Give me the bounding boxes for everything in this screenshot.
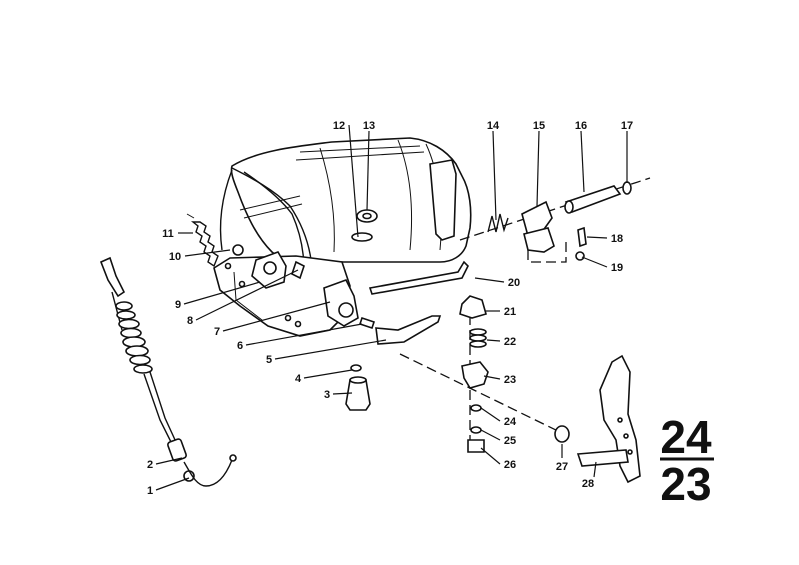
leader-line-14 [492, 130, 497, 221]
leader-line-25 [480, 429, 501, 441]
callout-20: 20 [508, 277, 520, 289]
shaft-16 [564, 185, 622, 214]
callout-13: 13 [363, 120, 375, 132]
rod-20 [368, 260, 469, 295]
leader-line-19 [581, 256, 608, 268]
callout-11: 11 [162, 228, 174, 240]
spring-11 [186, 213, 219, 268]
pin-18 [577, 226, 587, 248]
bushing-3 [345, 376, 371, 411]
callout-8: 8 [187, 315, 193, 327]
leader-line-15 [536, 130, 540, 207]
callout-25: 25 [504, 435, 516, 447]
nut-13 [356, 209, 378, 223]
lever-23 [461, 361, 489, 389]
leader-line-22 [486, 339, 501, 342]
leader-line-24 [480, 407, 501, 422]
spring-14 [487, 213, 509, 233]
leader-line-16 [580, 130, 585, 193]
leader-line-20 [474, 277, 505, 283]
leader-line-3 [332, 392, 353, 395]
washer-25 [470, 426, 482, 434]
leader-line-4 [303, 369, 353, 379]
spring-22 [469, 328, 487, 348]
leader-line-28 [593, 461, 597, 478]
ring-10 [232, 244, 244, 256]
callout-22: 22 [504, 336, 516, 348]
callout-9: 9 [175, 299, 181, 311]
nut-19 [575, 251, 585, 261]
leader-line-7 [222, 301, 331, 332]
nut-26 [467, 439, 485, 453]
cable-boot [115, 301, 153, 374]
group-code: 24 23 [660, 411, 714, 510]
callout-23: 23 [504, 374, 516, 386]
callout-12: 12 [333, 120, 345, 132]
callout-24: 24 [504, 416, 517, 428]
callout-18: 18 [611, 233, 623, 245]
rod-5 [375, 315, 442, 345]
leader-line-1 [155, 477, 190, 491]
callout-7: 7 [214, 326, 220, 338]
callout-1: 1 [147, 485, 153, 497]
callout-6: 6 [237, 340, 243, 352]
callout-27: 27 [556, 461, 568, 473]
callout-19: 19 [611, 262, 623, 274]
shift-cable [99, 256, 237, 487]
callout-10: 10 [169, 251, 181, 263]
callout-4: 4 [295, 373, 302, 385]
ring-17 [622, 181, 632, 195]
leader-line-26 [480, 447, 501, 465]
leader-line-2 [155, 457, 183, 465]
leader-line-5 [274, 339, 387, 360]
callout-21: 21 [504, 306, 516, 318]
leader-line-18 [586, 236, 608, 239]
callout-5: 5 [266, 354, 272, 366]
callout-26: 26 [504, 459, 516, 471]
group-code-bottom: 23 [660, 458, 711, 510]
seal-12 [351, 232, 373, 242]
callout-15: 15 [533, 120, 545, 132]
lever-7 [323, 279, 359, 327]
callout-2: 2 [147, 459, 153, 471]
leader-line-9 [183, 281, 261, 305]
shift-lever-28 [576, 354, 641, 484]
leader-line-10 [184, 249, 231, 257]
leader-line-12 [348, 124, 359, 238]
callout-28: 28 [582, 478, 594, 490]
washer-24 [470, 404, 482, 412]
leader-line-13 [366, 130, 370, 211]
callout-3: 3 [324, 389, 330, 401]
link-dash [527, 240, 567, 263]
leader-line-6 [245, 323, 363, 346]
selector-15 [521, 200, 555, 253]
ring-27 [554, 425, 570, 443]
transmission-housing [213, 137, 472, 337]
leader-line-23 [483, 375, 501, 380]
selector-9 [251, 251, 287, 289]
leader-line-8 [195, 269, 299, 321]
washer-4 [350, 364, 362, 372]
callout-17: 17 [621, 120, 633, 132]
bolt-6 [358, 316, 376, 330]
group-code-top: 24 [660, 411, 712, 463]
callout-14: 14 [487, 120, 500, 132]
axis-line [459, 177, 651, 241]
cup-21 [459, 295, 487, 319]
callout-16: 16 [575, 120, 587, 132]
